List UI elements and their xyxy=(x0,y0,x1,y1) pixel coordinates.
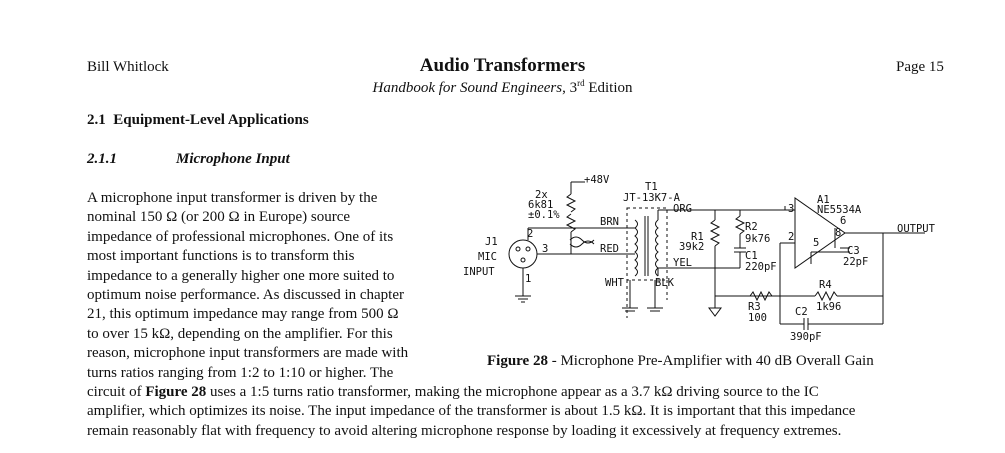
label-opamp-pin8: 8 xyxy=(835,227,841,239)
label-org: ORG xyxy=(673,203,692,215)
figure-caption-text: - Microphone Pre-Amplifier with 40 dB Ov… xyxy=(547,353,874,369)
label-opamp-pin3: 3 xyxy=(788,203,794,215)
label-2x: 2x xyxy=(535,189,548,201)
document-title: Audio Transformers xyxy=(419,55,586,76)
paragraph-line: most important functions is to transform… xyxy=(87,248,355,265)
label-brn: BRN xyxy=(600,216,619,228)
label-a1-part: NE5534A xyxy=(817,204,862,216)
label-plus48: +48V xyxy=(584,174,610,186)
text-run: circuit of xyxy=(87,384,146,400)
label-c2-value: 390pF xyxy=(790,331,822,343)
label-r3: R3 xyxy=(748,301,761,313)
label-pin3: 3 xyxy=(542,243,548,255)
paragraph-line: turns ratios ranging from 1:2 to 1:10 or… xyxy=(87,364,394,381)
paragraph-line: amplifier, which optimizes its noise. Th… xyxy=(87,403,856,420)
label-j1: J1 xyxy=(485,236,498,248)
label-r1-value: 39k2 xyxy=(679,241,704,253)
label-6k81: 6k81 xyxy=(528,199,553,211)
label-t1: T1 xyxy=(645,181,658,193)
body-paragraph-full: circuit of Figure 28 uses a 1:5 turns ra… xyxy=(87,383,855,441)
paragraph-line: circuit of Figure 28 uses a 1:5 turns ra… xyxy=(87,383,855,402)
figure-caption-label: Figure 28 xyxy=(487,353,548,369)
microphone-preamp-schematic: +48V 2x 6k81 ±0.1% T1 JT-13K7-A ORG BRN … xyxy=(463,174,936,343)
edition-suffix: rd xyxy=(577,78,585,88)
figure-caption: Figure 28 - Microphone Pre-Amplifier wit… xyxy=(487,353,874,370)
label-c1-value: 220pF xyxy=(745,261,777,273)
label-pin2: 2 xyxy=(527,228,533,240)
paragraph-line: impedance of professional microphones. O… xyxy=(87,228,394,245)
label-tolerance: ±0.1% xyxy=(528,209,560,221)
paragraph-line: reason, microphone input transformers ar… xyxy=(87,345,409,362)
label-output: OUTPUT xyxy=(897,223,936,235)
label-t1-part: JT-13K7-A xyxy=(623,192,681,204)
paragraph-line: to over 15 kΩ, depending on the amplifie… xyxy=(87,325,393,342)
label-c3-value: 22pF xyxy=(843,256,868,268)
text-run: uses a 1:5 turns ratio transformer, maki… xyxy=(206,384,819,400)
label-blk: BLK xyxy=(655,277,675,289)
label-wht: WHT xyxy=(605,277,625,289)
label-mic: MIC xyxy=(478,251,497,263)
paragraph-line: nominal 150 Ω (or 200 Ω in Europe) sourc… xyxy=(87,209,351,226)
label-r4-value: 1k96 xyxy=(816,301,841,313)
author-name: Bill Whitlock xyxy=(87,59,169,75)
label-c1: C1 xyxy=(745,250,758,262)
paragraph-line: remain reasonably flat with frequency to… xyxy=(87,422,842,439)
label-pin1: 1 xyxy=(525,273,531,285)
book-title: Handbook for Sound Engineers xyxy=(372,80,563,96)
label-opamp-pin2: 2 xyxy=(788,231,794,243)
label-opamp-pin5: 5 xyxy=(813,237,819,249)
paragraph-line: 21, this optimum impedance may range fro… xyxy=(87,306,399,323)
edition-number: 3 xyxy=(569,80,578,96)
paragraph-line: impedance to a generally higher one more… xyxy=(87,267,395,284)
body-paragraph-left: A microphone input transformer is driven… xyxy=(87,189,452,383)
label-r2-value: 9k76 xyxy=(745,233,770,245)
page-number: Page 15 xyxy=(896,59,944,75)
document-subtitle: Handbook for Sound Engineers, 3rd Editio… xyxy=(0,78,1005,97)
label-r4: R4 xyxy=(819,279,832,291)
subsection-number: 2.1.1 xyxy=(87,151,117,167)
label-red: RED xyxy=(600,243,619,255)
label-c2: C2 xyxy=(795,306,808,318)
paragraph-line: A microphone input transformer is driven… xyxy=(87,190,378,206)
section-heading: 2.1 Equipment-Level Applications xyxy=(87,112,309,128)
label-c3: C3 xyxy=(847,245,860,257)
label-r3-value: 100 xyxy=(748,312,767,324)
label-r2: R2 xyxy=(745,221,758,233)
label-input: INPUT xyxy=(463,266,495,278)
label-a1: A1 xyxy=(817,194,830,206)
label-yel: YEL xyxy=(673,257,692,269)
label-r1: R1 xyxy=(691,231,704,243)
subtitle-separator: , xyxy=(562,80,570,96)
subsection-title: Microphone Input xyxy=(176,151,290,167)
edition-word: Edition xyxy=(584,80,633,96)
paragraph-line: optimum noise performance. As discussed … xyxy=(87,287,405,304)
figure-reference[interactable]: Figure 28 xyxy=(145,384,207,400)
label-opamp-pin6: 6 xyxy=(840,215,846,227)
